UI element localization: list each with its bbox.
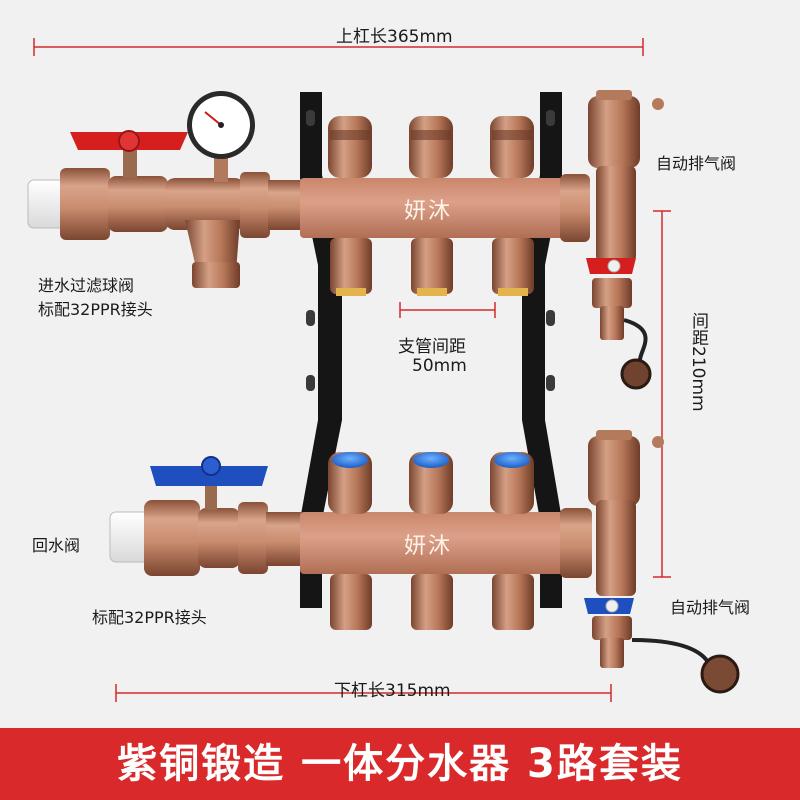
bottom-bar-length: 下杠长315mm (334, 681, 451, 701)
inlet-filter-label: 进水过滤球阀 (38, 276, 135, 295)
bottom-dimension-line (115, 684, 612, 702)
return-valve-label: 回水阀 (32, 536, 81, 555)
branch-spacing-value: 50mm (412, 356, 467, 376)
top-dimension-line (33, 38, 644, 56)
vertical-dimension-line (653, 210, 671, 578)
promo-banner-text: 紫铜锻造 一体分水器 3路套装 (117, 741, 683, 787)
inlet-fitting-label: 标配32PPR接头 (38, 300, 153, 319)
top-manifold (27, 90, 664, 390)
auto-vent-top-label: 自动排气阀 (656, 154, 737, 173)
branch-spacing-line (399, 302, 496, 318)
brand-top: 妍沐 (404, 199, 453, 224)
top-bar-length: 上杠长365mm (336, 27, 453, 47)
branch-spacing-label: 支管间距 (398, 337, 466, 357)
brand-bottom: 妍沐 (404, 534, 453, 559)
auto-vent-bottom-label: 自动排气阀 (670, 598, 751, 617)
promo-banner (0, 728, 800, 800)
return-fitting-label: 标配32PPR接头 (92, 608, 207, 627)
bottom-manifold (109, 430, 740, 694)
manifold-illustration (27, 38, 740, 702)
bar-spacing-label: 间距210mm (688, 312, 708, 412)
